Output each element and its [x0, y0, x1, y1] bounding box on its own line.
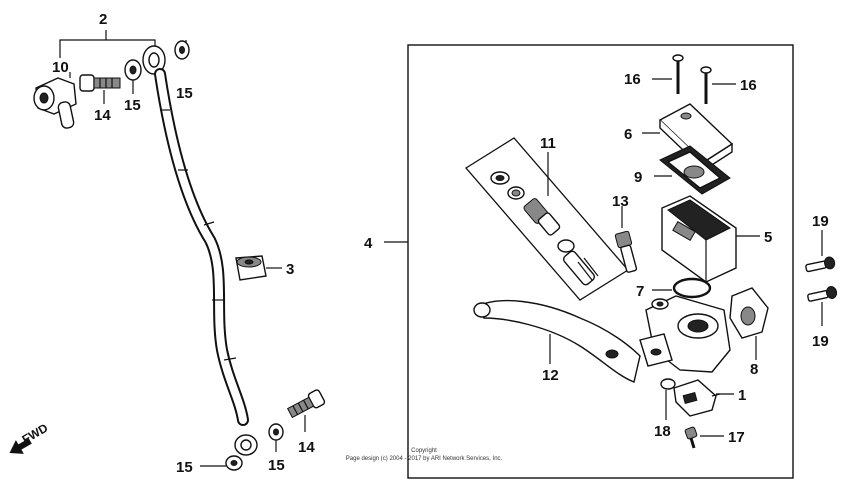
- callout-16-left: 16: [624, 71, 641, 88]
- callout-14-bottom: 14: [298, 439, 315, 456]
- callout-14-top: 14: [94, 107, 111, 124]
- banjo-bolt-part-bottom: [286, 389, 326, 419]
- sealing-washer-part-2: [174, 40, 190, 60]
- callout-7: 7: [636, 283, 644, 300]
- hose-eye-bottom: [234, 434, 258, 456]
- callout-15-bottom-left: 15: [176, 459, 193, 476]
- pivot-bolt-part: [614, 230, 638, 273]
- copyright-line-2: Page design (c) 2004 - 2017 by ARI Netwo…: [346, 456, 503, 462]
- assembly-frame: [407, 44, 794, 479]
- callout-19-top: 19: [812, 213, 829, 230]
- master-cylinder-body-part: [639, 295, 731, 373]
- callout-11: 11: [540, 135, 556, 152]
- callout-9: 9: [634, 169, 642, 186]
- callout-15-mid: 15: [124, 97, 141, 114]
- callout-1: 1: [738, 387, 746, 404]
- sealing-washer-part-4: [268, 423, 284, 441]
- banjo-fitting-part: [33, 77, 77, 129]
- callout-bracket-2: [59, 39, 156, 58]
- reservoir-body-part: [661, 195, 737, 283]
- callout-12: 12: [542, 367, 559, 384]
- boot-part: [729, 287, 769, 339]
- callout-13: 13: [612, 193, 629, 210]
- callout-5: 5: [764, 229, 772, 246]
- copyright-line-1: Copyright: [411, 448, 437, 454]
- callout-6: 6: [624, 126, 632, 143]
- o-ring-part: [672, 277, 712, 299]
- holder-bolt-part-2: [807, 286, 838, 302]
- cap-screw-part-1: [672, 54, 684, 94]
- callout-4: 4: [364, 235, 373, 252]
- hose-eye-top: [142, 45, 166, 75]
- callout-19-bottom: 19: [812, 333, 829, 350]
- switch-screw-part: [684, 426, 698, 449]
- diaphragm-plate-part: [659, 145, 731, 195]
- cap-screw-part-2: [700, 66, 712, 104]
- holder-bolt-part-1: [805, 256, 836, 273]
- brake-lever-part: [473, 299, 641, 383]
- callout-8: 8: [750, 361, 758, 378]
- fwd-label: FWD: [20, 421, 51, 447]
- forward-arrow-icon: [9, 438, 32, 454]
- callout-2: 2: [99, 11, 107, 28]
- callout-15-bottom: 15: [268, 457, 285, 474]
- sealing-washer-part-1: [124, 59, 142, 81]
- hose-clamp-part: [235, 255, 267, 281]
- piston-kit-parts: [490, 171, 599, 286]
- callout-15-top: 15: [176, 85, 193, 102]
- brake-switch-part: [673, 379, 721, 417]
- callout-18: 18: [654, 423, 671, 440]
- callout-16-right: 16: [740, 77, 757, 94]
- callout-3: 3: [286, 261, 294, 278]
- callout-10: 10: [52, 59, 69, 76]
- callout-17: 17: [728, 429, 745, 446]
- sealing-washer-part-3: [225, 455, 243, 471]
- switch-washer-part: [660, 378, 676, 390]
- banjo-bolt-part-top: [79, 74, 121, 92]
